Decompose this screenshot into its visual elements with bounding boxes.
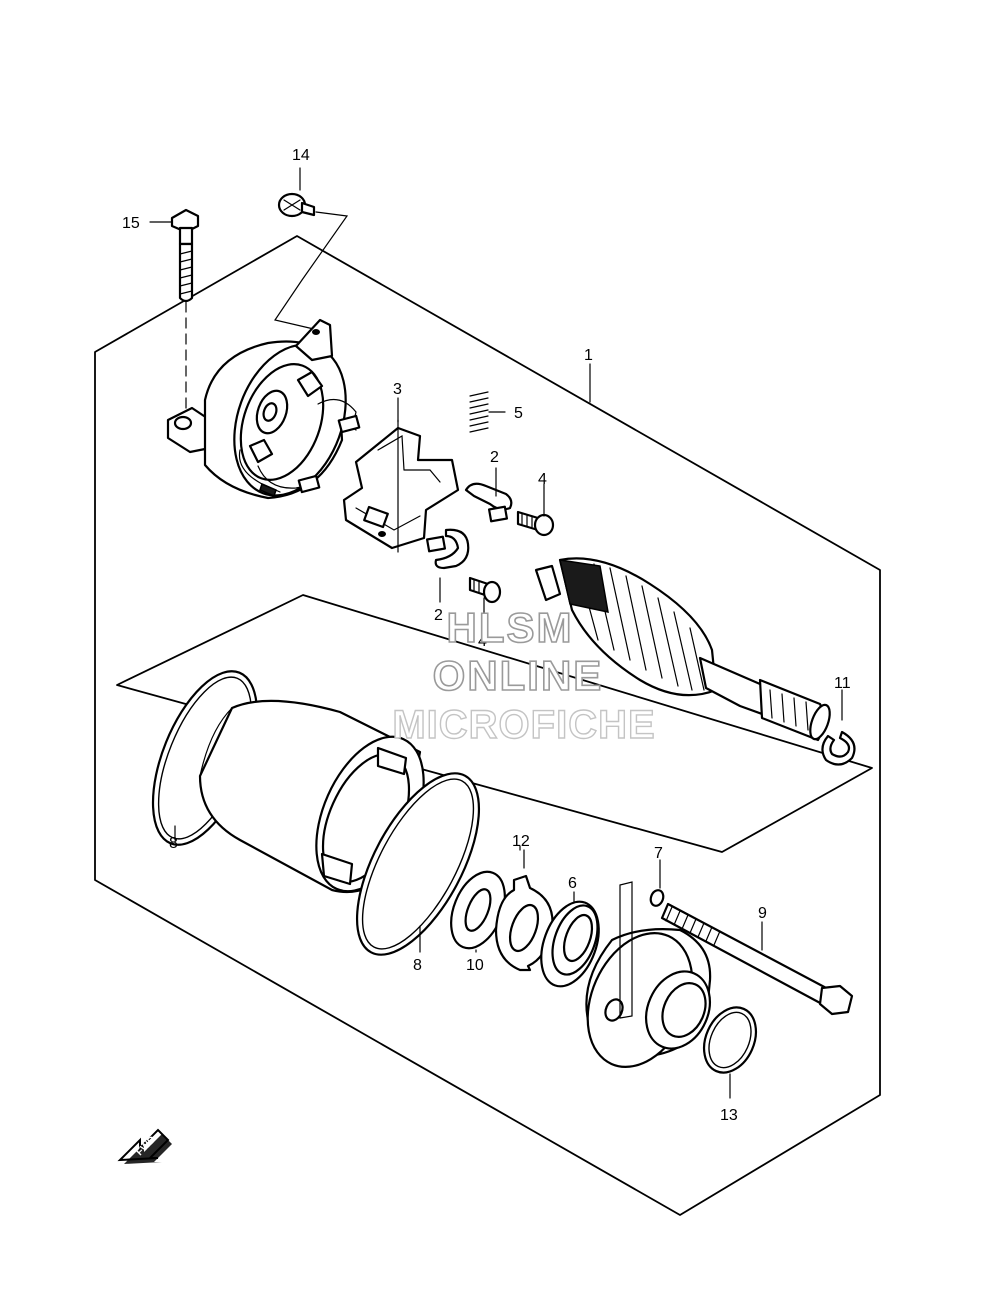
o-ring-8-right[interactable]: [332, 755, 504, 973]
callout-8-left: 8: [169, 835, 178, 852]
drive-end-housing: [585, 881, 712, 1068]
callout-2-lower: 2: [434, 607, 443, 624]
assembly-outline: [94, 235, 881, 1216]
callout-labels: 15 14 1 3 5 2 4 2 4 11 8 12 7 6 9 8 10 1…: [122, 147, 851, 1124]
leader-lines: [149, 167, 591, 851]
screw-4-upper[interactable]: [516, 487, 555, 537]
watermark-line-2: ONLINE: [433, 652, 604, 699]
lock-plate-12[interactable]: [494, 849, 554, 972]
callout-6: 6: [568, 875, 577, 892]
brush-plate-3[interactable]: [342, 419, 460, 553]
callout-10: 10: [466, 957, 484, 974]
callout-14: 14: [292, 147, 310, 164]
callout-1: 1: [584, 347, 593, 364]
callout-12: 12: [512, 833, 530, 850]
fwd-arrow-icon: FWD: [117, 1128, 172, 1164]
watermark-line-1: HLSM: [447, 604, 574, 651]
armature: [534, 557, 831, 742]
callout-7: 7: [654, 845, 663, 862]
callout-8-right: 8: [413, 957, 422, 974]
oil-seal-6[interactable]: [531, 891, 610, 994]
o-ring-13[interactable]: [694, 999, 766, 1099]
callout-4-lower: 4: [478, 633, 487, 650]
callout-2-upper: 2: [490, 449, 499, 466]
callout-4-upper: 4: [538, 471, 547, 488]
callout-3: 3: [393, 381, 402, 398]
brush-2-lower[interactable]: [425, 528, 470, 603]
callout-15: 15: [122, 215, 140, 232]
end-cap-housing: [166, 318, 361, 500]
washer-10[interactable]: [441, 864, 515, 956]
callout-11: 11: [834, 675, 851, 692]
circlip-11[interactable]: [821, 689, 856, 766]
callout-9: 9: [758, 905, 767, 922]
callout-5: 5: [514, 405, 523, 422]
screw-14[interactable]: [274, 192, 349, 331]
subassembly-outline: [116, 594, 873, 853]
through-bolt-9[interactable]: [660, 902, 854, 1016]
bolt-15[interactable]: [170, 208, 200, 419]
watermark-line-3: MICROFICHE: [392, 703, 655, 747]
brush-2-upper[interactable]: [464, 469, 513, 523]
screw-4-lower[interactable]: [468, 576, 502, 629]
callout-13: 13: [720, 1107, 738, 1124]
o-ring-7[interactable]: [649, 859, 666, 908]
spring-5[interactable]: [469, 391, 506, 433]
watermark: HLSM ONLINE MICROFICHE: [392, 603, 656, 748]
